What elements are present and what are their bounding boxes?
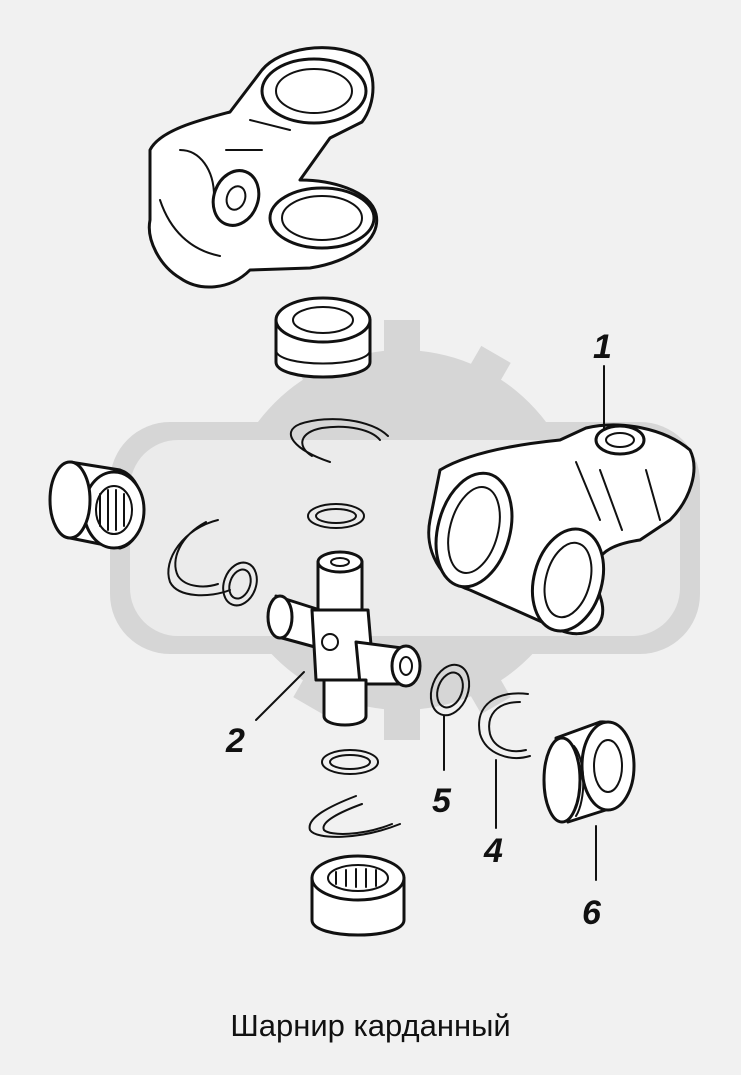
seal-bottom [321,749,379,775]
bearing-cup-left [48,460,146,550]
upper-yoke [147,46,379,289]
cross-spider [266,550,422,727]
snap-ring-bottom [308,795,401,838]
seal-bottom-inner [329,754,371,770]
bearing-cup-bottom [310,854,406,937]
seal-top-inner [315,508,357,524]
diagram-caption: Шарнир карданный [230,1008,511,1043]
seal-left-inner [228,568,252,600]
callout-1: 1 [593,328,612,366]
snap-ring-right [478,692,531,759]
callout-6: 6 [582,894,602,932]
seal-top [307,503,365,529]
callout-5: 5 [432,782,452,820]
seal-right-inner [436,671,464,709]
bearing-cup-right [542,720,636,824]
callout-2: 2 [225,722,245,760]
flange-yoke [427,423,696,636]
seal-right [429,663,471,717]
snap-ring-top [289,418,389,463]
snap-ring-left [167,519,231,597]
bearing-cup-top [274,296,372,379]
callout-4: 4 [483,832,503,870]
leader-line-2 [255,671,305,721]
seal-left [222,561,258,607]
